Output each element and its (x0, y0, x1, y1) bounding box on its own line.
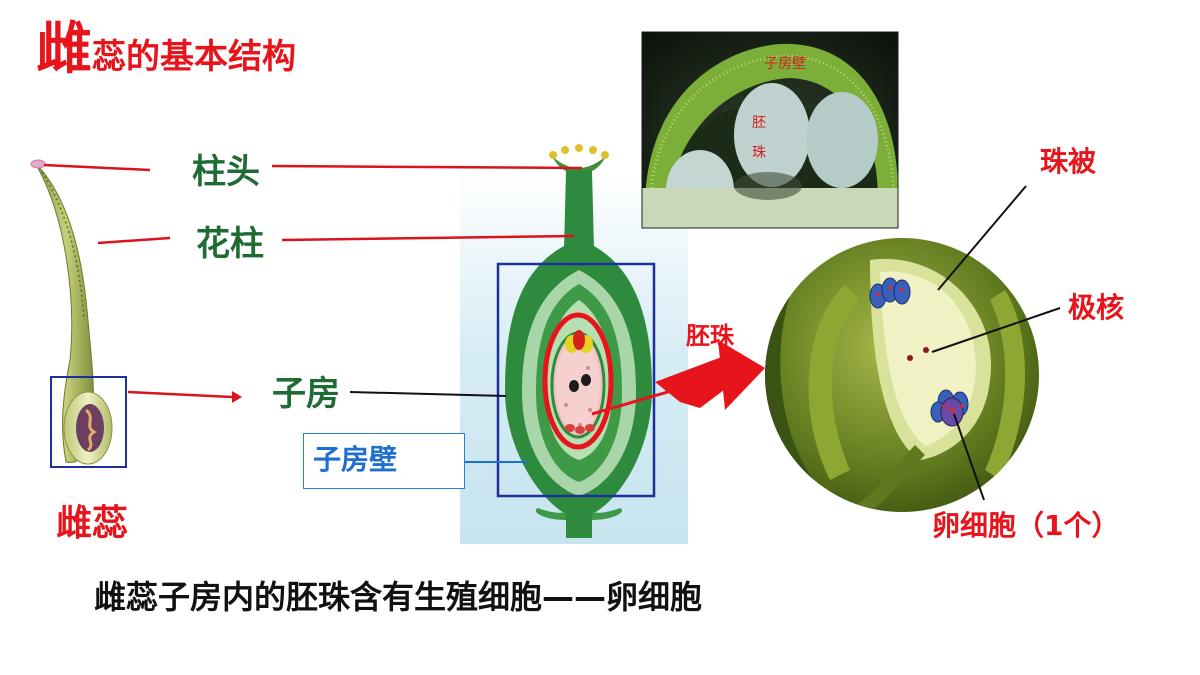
pistil-photo (30, 159, 127, 468)
ovule-arrow-head (718, 340, 765, 410)
label-ovary: 子房 (272, 374, 340, 414)
polar-nuclei-pointer (931, 307, 1061, 353)
title-rest: 蕊的基本结构 (92, 37, 296, 77)
photo-label-ovule-1: 胚 (752, 115, 766, 131)
label-stigma: 柱头 (192, 152, 260, 192)
style-pointer (281, 234, 575, 242)
ovary-pointer-left (127, 390, 233, 399)
ovary-pointer (349, 391, 507, 397)
page-title: 雌蕊的基本结构 (36, 22, 296, 78)
style-pointer-left (97, 236, 171, 245)
photo-label-ovary-wall: 子房壁 (764, 56, 806, 72)
ovary-wall-box (303, 433, 465, 489)
pistil-schematic (460, 144, 688, 544)
stigma-pointer (271, 164, 583, 170)
label-style: 花柱 (196, 224, 264, 264)
caption: 雌蕊子房内的胚珠含有生殖细胞——卵细胞 (94, 578, 703, 616)
label-pistil: 雌蕊 (56, 503, 129, 544)
stigma-pointer-left (43, 163, 151, 172)
title-first-char: 雌 (36, 17, 92, 82)
ovary-micro-photo (642, 32, 898, 228)
label-ovule: 胚珠 (686, 322, 734, 350)
photo-label-ovule-2: 珠 (752, 145, 766, 161)
egg-cell-pointer (953, 413, 985, 501)
label-egg-cell: 卵细胞（1个） (932, 509, 1120, 542)
integument-pointer (937, 185, 1027, 291)
label-integument: 珠被 (1040, 145, 1097, 178)
ovule-ball (765, 238, 1039, 512)
label-polar-nuclei: 极核 (1068, 291, 1125, 324)
label-ovary-wall: 子房壁 (313, 443, 398, 476)
